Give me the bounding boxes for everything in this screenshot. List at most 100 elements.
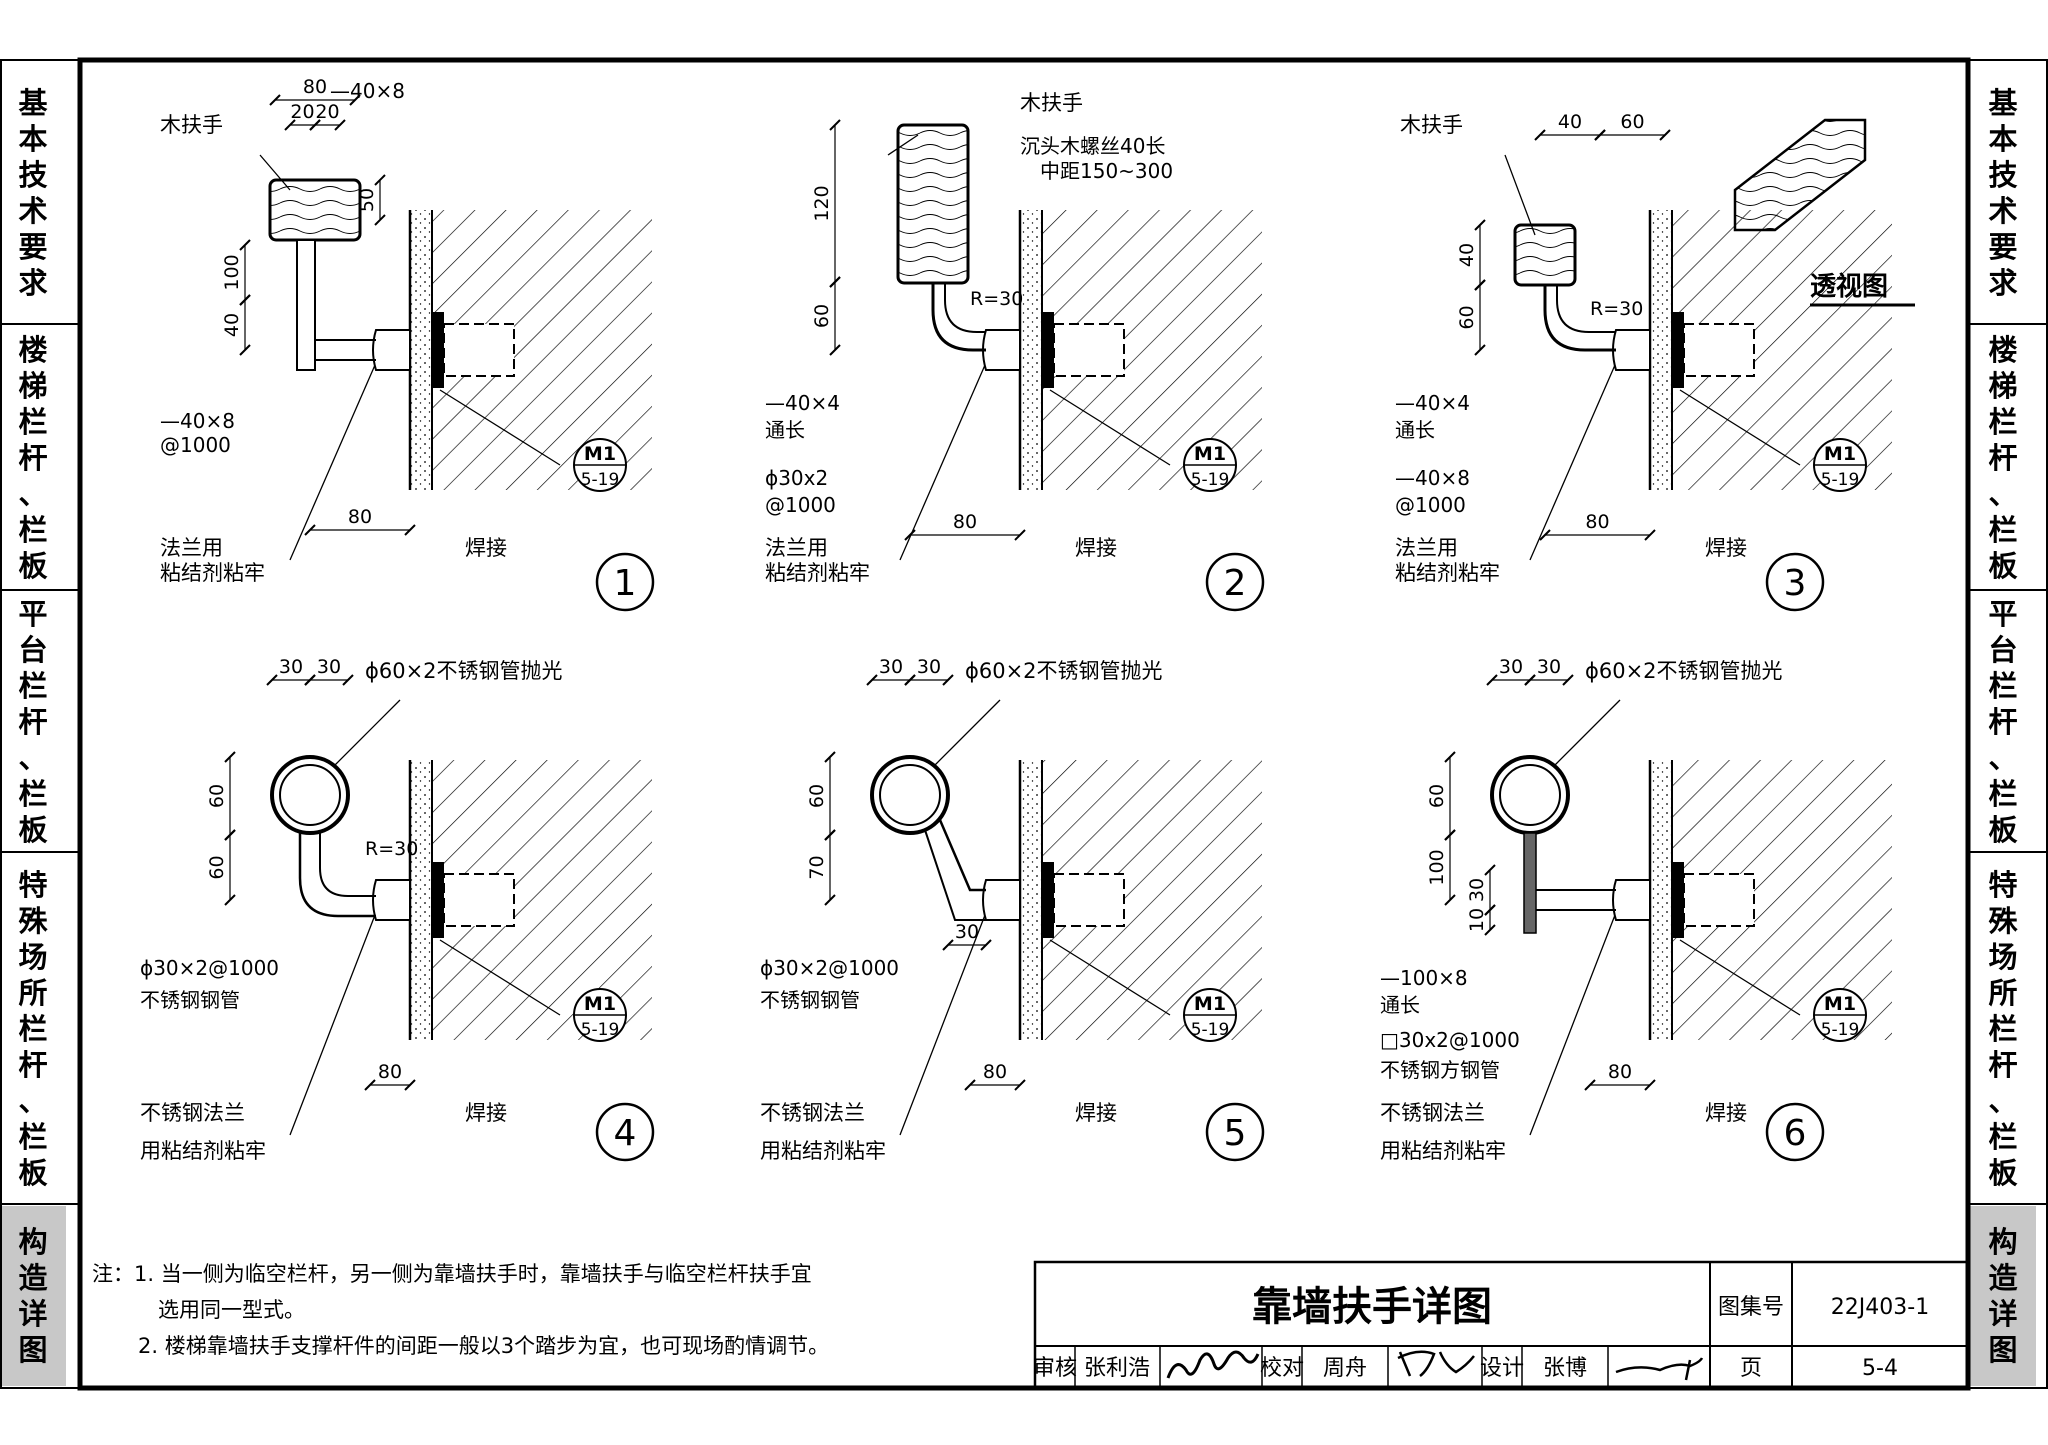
label-adhesive: 用粘结剂粘牢 bbox=[140, 1139, 266, 1163]
notes-prefix: 注： bbox=[92, 1262, 134, 1286]
designer-signature bbox=[1615, 1357, 1704, 1381]
label-handrail: ϕ60×2不锈钢管抛光 bbox=[965, 659, 1163, 683]
label-handrail: ϕ60×2不锈钢管抛光 bbox=[365, 659, 563, 683]
drawing-border bbox=[77, 57, 1971, 1391]
dim-30c: 30 bbox=[955, 921, 979, 943]
label-square-tube: □30x2@1000 bbox=[1380, 1028, 1520, 1052]
side-tab-right-1: 基本技术要求 bbox=[1988, 86, 2018, 300]
label-flange: 不锈钢法兰 bbox=[1380, 1101, 1485, 1125]
dim-30b: 30 bbox=[917, 656, 941, 678]
dim-lower: 70 bbox=[806, 855, 828, 879]
dim-lower: 60 bbox=[206, 855, 228, 879]
label-handrail: 木扶手 bbox=[1400, 113, 1463, 137]
dim-40v: 40 bbox=[1456, 243, 1478, 267]
detail-number-circle bbox=[595, 552, 655, 612]
side-tab-left-5: 构造详图 bbox=[0, 1206, 66, 1386]
dim-50: 50 bbox=[356, 188, 378, 212]
flange bbox=[372, 329, 411, 371]
label-continuous: 通长 bbox=[1380, 993, 1420, 1017]
label-flange: 不锈钢法兰 bbox=[140, 1101, 245, 1125]
label-weld: 焊接 bbox=[1705, 1101, 1747, 1125]
label-adhesive: 粘结剂粘牢 bbox=[1395, 561, 1500, 585]
pipe-bracket bbox=[938, 819, 986, 892]
plaster-layer bbox=[410, 210, 432, 490]
dim-30b: 30 bbox=[1537, 656, 1561, 678]
label-plate: —40×8 bbox=[160, 409, 235, 433]
dim-60: 60 bbox=[206, 784, 228, 808]
detail-number-circle bbox=[1765, 1102, 1825, 1162]
anchor-bolt-outline bbox=[1053, 873, 1125, 927]
dim-30a: 30 bbox=[1499, 656, 1523, 678]
side-tab-right-2: 楼梯栏杆、栏板 bbox=[1988, 333, 2018, 583]
label-spacing: @1000 bbox=[765, 493, 836, 517]
label-weld: 焊接 bbox=[1075, 536, 1117, 560]
label-flange: 法兰用 bbox=[1395, 536, 1458, 560]
detail-number-circle bbox=[1205, 552, 1265, 612]
check-label: 校对 bbox=[1260, 1356, 1304, 1381]
side-tab-right-4: 特殊场所栏杆、栏板 bbox=[1988, 868, 2018, 1190]
embedded-plate bbox=[1042, 312, 1054, 388]
wood-handrail bbox=[896, 123, 970, 285]
page-number: 5-4 bbox=[1862, 1356, 1898, 1381]
reference-tag-top: M1 bbox=[1824, 443, 1856, 465]
label-handrail: 木扶手 bbox=[1020, 91, 1083, 115]
dim-120: 120 bbox=[811, 185, 833, 221]
embedded-plate bbox=[1672, 312, 1684, 388]
plaster-layer bbox=[1020, 210, 1042, 490]
dim-60v: 60 bbox=[1456, 305, 1478, 329]
page-label: 页 bbox=[1740, 1356, 1762, 1381]
wood-handrail bbox=[268, 178, 362, 242]
dim-60: 60 bbox=[1620, 111, 1644, 133]
plaster-layer bbox=[410, 760, 432, 1040]
dim-40: 40 bbox=[221, 313, 243, 337]
label-perspective: 透视图 bbox=[1810, 272, 1888, 302]
flange bbox=[982, 329, 1021, 371]
atlas-number: 22J403-1 bbox=[1831, 1295, 1929, 1320]
label-adhesive: 粘结剂粘牢 bbox=[160, 561, 265, 585]
dim-80: 80 bbox=[1608, 1061, 1632, 1083]
flange bbox=[982, 879, 1021, 921]
side-tab-right-5: 构造详图 bbox=[1970, 1206, 2036, 1386]
detail-number: 1 bbox=[614, 563, 637, 604]
plaster-layer bbox=[1020, 760, 1042, 1040]
dim-radius: R=30 bbox=[1590, 298, 1643, 320]
reference-tag-top: M1 bbox=[584, 993, 616, 1015]
reference-tag-top: M1 bbox=[1194, 993, 1226, 1015]
label-plate: —40×4 bbox=[765, 391, 840, 415]
drawing-title: 靠墙扶手详图 bbox=[1252, 1284, 1492, 1330]
label-spacing: @1000 bbox=[160, 433, 231, 457]
detail-number: 3 bbox=[1784, 563, 1807, 604]
dim-20a: 20 bbox=[290, 101, 314, 123]
dim-width: 80 bbox=[303, 76, 327, 98]
dim-30b: 30 bbox=[317, 656, 341, 678]
dim-60: 60 bbox=[811, 304, 833, 328]
dim-lower: 100 bbox=[1426, 849, 1448, 885]
dim-30a: 30 bbox=[279, 656, 303, 678]
dim-80: 80 bbox=[378, 1061, 402, 1083]
label-continuous: 通长 bbox=[765, 418, 805, 442]
pipe-bracket bbox=[931, 283, 986, 352]
plaster-layer bbox=[1650, 760, 1672, 1040]
label-flange: 不锈钢法兰 bbox=[760, 1101, 865, 1125]
side-tab-left-4: 特殊场所栏杆、栏板 bbox=[18, 868, 48, 1190]
label-weld: 焊接 bbox=[1705, 536, 1747, 560]
label-square-tube-desc: 不锈钢方钢管 bbox=[1380, 1058, 1500, 1082]
side-tab-left-3: 平台栏杆、栏板 bbox=[18, 597, 48, 847]
dim-20b: 20 bbox=[315, 101, 339, 123]
note-line-2: 选用同一型式。 bbox=[138, 1298, 306, 1322]
note-line-1: 1. 当一侧为临空栏杆，另一侧为靠墙扶手时，靠墙扶手与临空栏杆扶手宜 bbox=[134, 1262, 812, 1286]
pipe-bracket bbox=[1543, 285, 1616, 352]
embedded-plate bbox=[1042, 862, 1054, 938]
label-bracket: ϕ30×2@1000 bbox=[140, 956, 279, 980]
dim-100: 100 bbox=[221, 254, 243, 290]
dim-40: 40 bbox=[1558, 111, 1582, 133]
label-pipe: ϕ30x2 bbox=[765, 466, 828, 490]
label-bracket: ϕ30×2@1000 bbox=[760, 956, 899, 980]
design-label: 设计 bbox=[1480, 1356, 1524, 1381]
label-plate-2: —40×8 bbox=[1395, 466, 1470, 490]
label-plate-top: —40×8 bbox=[330, 79, 405, 103]
